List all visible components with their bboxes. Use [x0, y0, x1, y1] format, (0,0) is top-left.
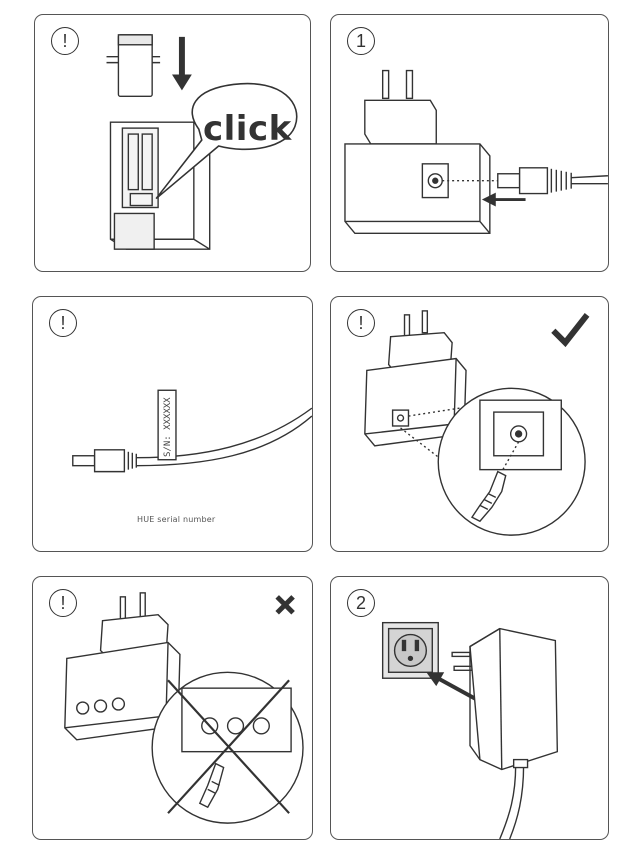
warning-badge: !	[51, 27, 79, 55]
plug-adapter-illustration	[106, 34, 298, 250]
checkmark-icon	[551, 313, 590, 348]
step-panel-correct: !	[330, 296, 609, 552]
step-panel-connect-cable: 1	[330, 14, 609, 272]
incorrect-connection-illustration	[64, 592, 304, 824]
warning-badge: !	[347, 309, 375, 337]
correct-connection-illustration	[364, 310, 590, 536]
warning-badge: !	[49, 589, 77, 617]
wall-outlet-illustration	[381, 621, 559, 839]
step-panel-wall-outlet: 2	[330, 576, 609, 840]
serial-number-label: S/N: XXXXXX	[163, 397, 173, 457]
cable-serial-illustration	[72, 389, 312, 473]
step-number-badge: 1	[347, 27, 375, 55]
cable-into-psu-illustration	[344, 69, 608, 234]
warning-badge: !	[49, 309, 77, 337]
x-mark-icon	[275, 595, 295, 615]
step-panel-plug-click: ! click	[34, 14, 311, 272]
step-number-badge: 2	[347, 589, 375, 617]
serial-number-caption: HUE serial number	[137, 515, 216, 524]
step-panel-incorrect: !	[32, 576, 313, 840]
step-panel-serial-number: ! S/N: XXXXXX HUE serial number	[32, 296, 313, 552]
click-callout-text: click	[203, 109, 292, 149]
